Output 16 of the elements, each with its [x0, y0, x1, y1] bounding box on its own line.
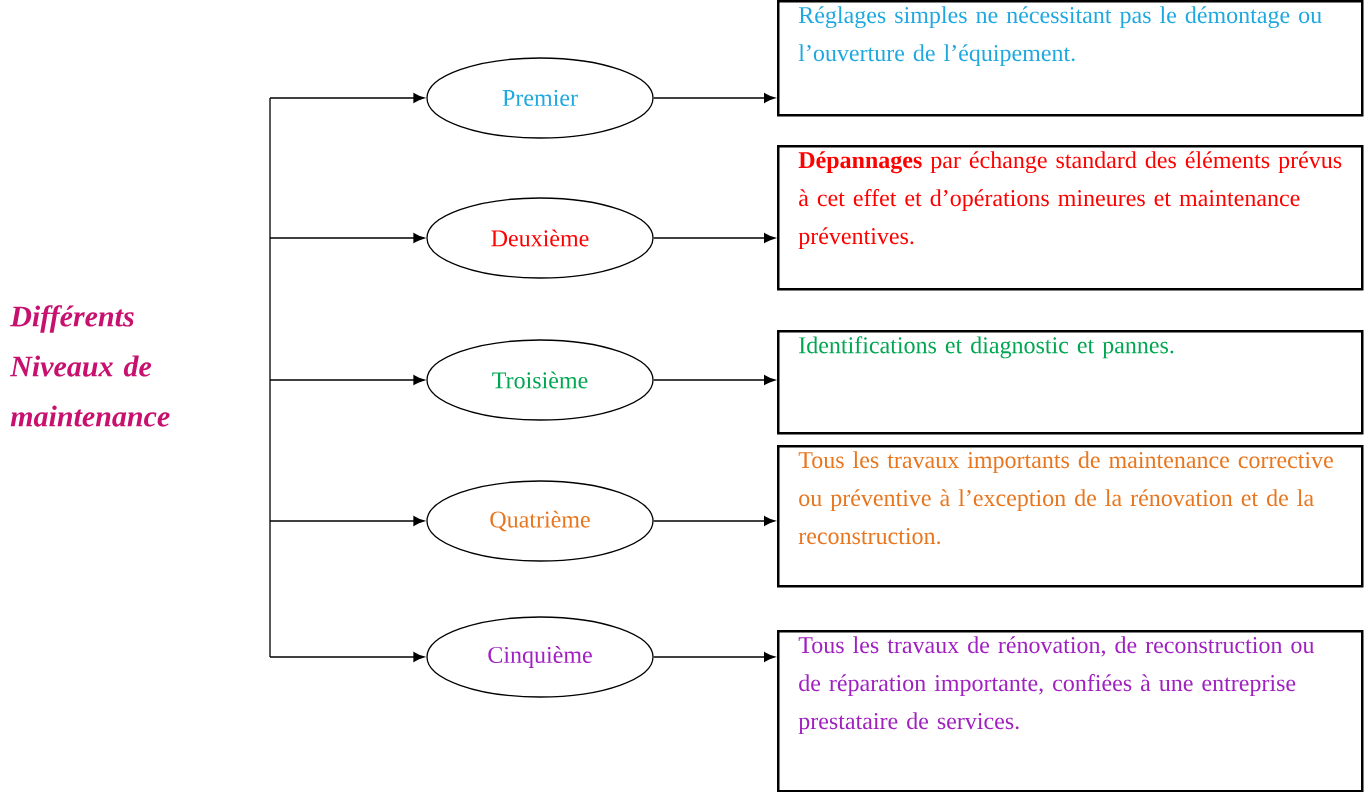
description-box: Dépannages par échange standard des éléments prévus à cet effet et d’opérations mineures et maintenance préventives.: [777, 145, 1364, 291]
arrow: [269, 93, 425, 103]
arrow: [653, 93, 776, 103]
title: Différents Niveaux de maintenance: [9, 305, 170, 427]
arrow: [269, 375, 425, 385]
arrow: [653, 516, 776, 526]
description-box: Tous les travaux de rénovation, de reconstruction ou de réparation importante, confiées à une entreprise prestataire de services.: [777, 630, 1364, 792]
arrow: [269, 233, 425, 243]
arrow: [653, 375, 776, 385]
arrow: [269, 516, 425, 526]
description-box: Identifications et diagnostic et pannes.: [777, 330, 1364, 435]
arrow: [653, 652, 776, 662]
description-box: Tous les travaux importants de maintenance corrective ou préventive à l’exception de la rénovation et de la reconstruction.: [777, 445, 1364, 588]
arrow: [269, 652, 425, 662]
description-box: Réglages simples ne nécessitant pas le démontage ou l’ouverture de l’équipement.: [777, 0, 1364, 117]
arrow: [653, 233, 776, 243]
